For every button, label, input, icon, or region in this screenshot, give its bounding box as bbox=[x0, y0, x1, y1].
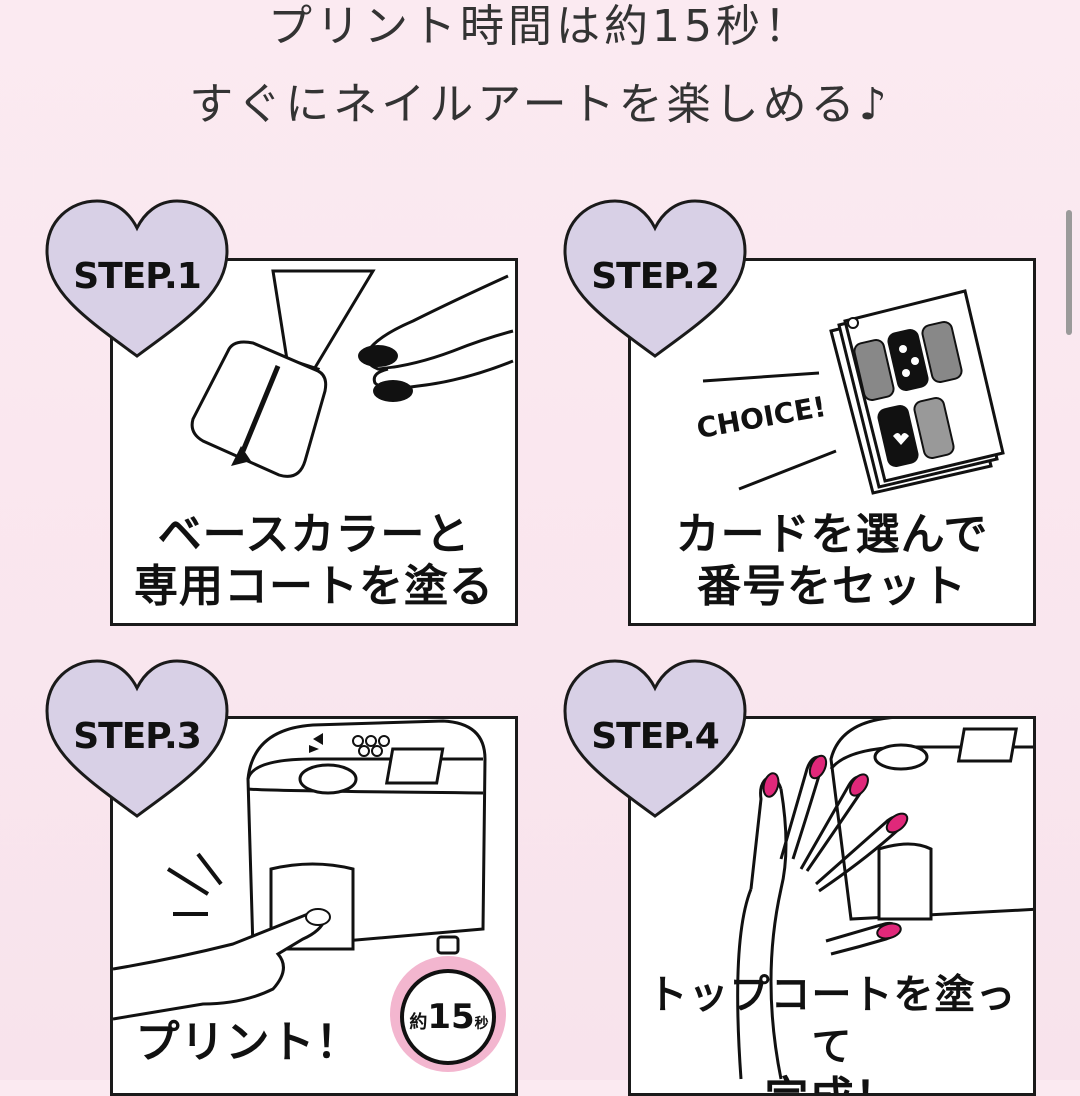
step-4-caption-line-2: 完成！ bbox=[631, 1073, 1033, 1093]
step-4-heart-badge: STEP.4 bbox=[560, 656, 750, 826]
step-1-label: STEP.1 bbox=[73, 256, 202, 297]
nail-printer-icon bbox=[113, 719, 506, 1072]
heart-icon bbox=[563, 199, 747, 358]
step-2-heart-badge: STEP.2 bbox=[560, 196, 750, 366]
nail-card-book-icon bbox=[702, 289, 1005, 495]
step-1-card: ベースカラーと 専用コートを塗る bbox=[110, 258, 518, 626]
step-2-caption-line-1: カードを選んで bbox=[675, 509, 989, 560]
nail-printer-with-hand-icon bbox=[736, 719, 1033, 1080]
step-4-caption-line-1: トップコートを塗って bbox=[647, 972, 1017, 1070]
timer-number: 15 bbox=[427, 997, 475, 1037]
step-2-label: STEP.2 bbox=[591, 256, 720, 297]
step-1-caption-line-1: ベースカラーと bbox=[157, 509, 471, 560]
headline-line-2: すぐにネイルアートを楽しめる♪ bbox=[189, 79, 891, 130]
step-3-label: STEP.3 bbox=[73, 716, 202, 757]
step-3-card: 約15秒 プリント！ bbox=[110, 716, 518, 1096]
stopwatch-icon: 約15秒 bbox=[403, 997, 495, 1037]
step-3-heart-badge: STEP.3 bbox=[42, 656, 232, 826]
heart-icon bbox=[45, 659, 229, 818]
heart-icon bbox=[563, 659, 747, 818]
headline-line-1: プリント時間は約15秒！ bbox=[268, 1, 812, 52]
step-3-caption: プリント！ bbox=[113, 1017, 393, 1069]
nail-polish-illustration-icon bbox=[190, 269, 514, 478]
timer-unit: 秒 bbox=[474, 1016, 489, 1032]
step-1-heart-badge: STEP.1 bbox=[42, 196, 232, 366]
vertical-scrollbar[interactable] bbox=[1066, 210, 1072, 335]
step-4-label: STEP.4 bbox=[591, 716, 720, 757]
step-1-caption-line-2: 専用コートを塗る bbox=[134, 561, 494, 612]
step-2-caption-line-2: 番号をセット bbox=[697, 561, 967, 612]
heart-icon bbox=[45, 199, 229, 358]
step-3-caption-line-1: プリント！ bbox=[135, 1017, 361, 1068]
timer-prefix: 約 bbox=[409, 1012, 428, 1033]
